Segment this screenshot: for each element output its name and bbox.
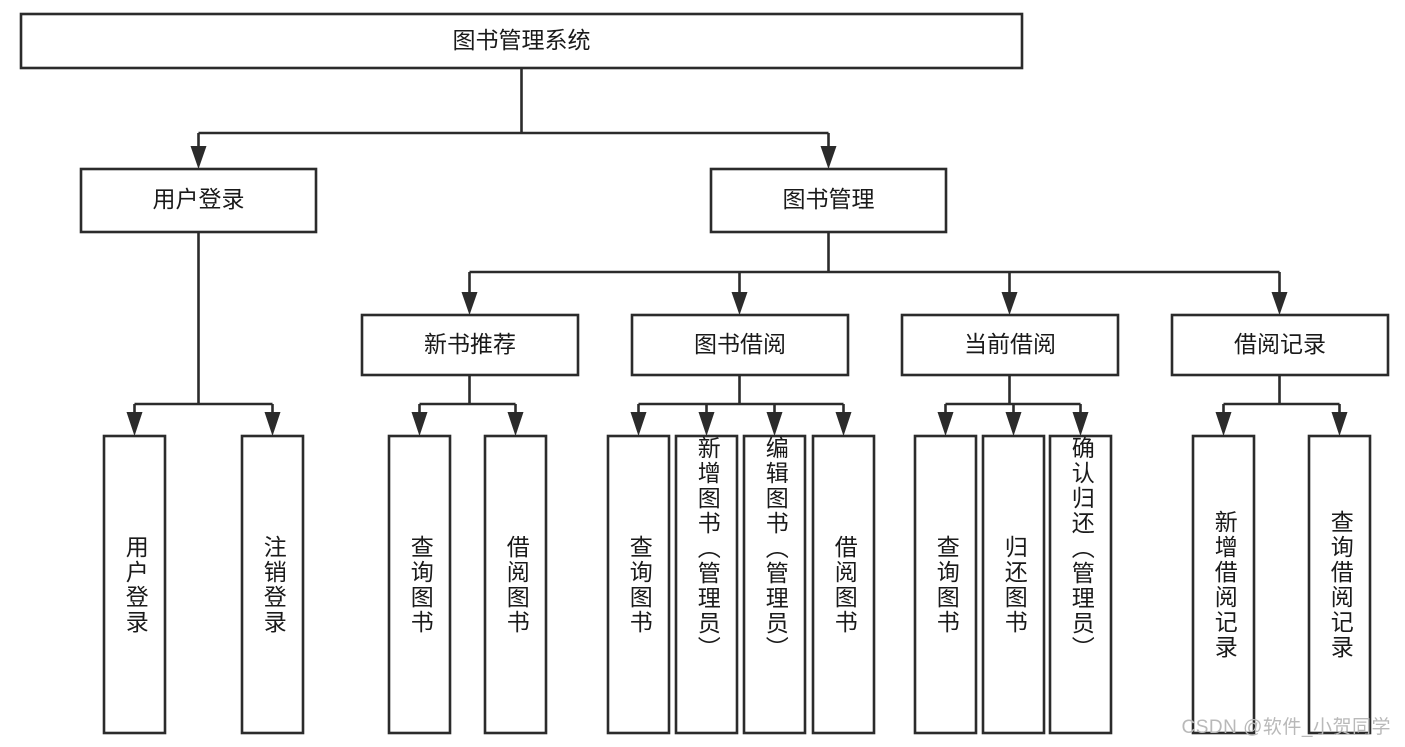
node-leaf-logout-login-box[interactable] [240, 434, 305, 735]
arrow-to-book-borrow [731, 292, 748, 315]
node-root-box[interactable] [19, 12, 1024, 70]
arrow-book-borrow-leaf-3 [766, 412, 783, 436]
arrow-user-login-leaf-2 [264, 412, 281, 436]
arrow-to-new-book-rec [461, 292, 478, 315]
node-root-label: 图书管理系统 [453, 27, 591, 53]
node-new-book-rec-label: 新书推荐 [424, 331, 516, 357]
node-leaf-query-book-2-box[interactable] [606, 434, 671, 735]
arrow-book-borrow-leaf-1 [630, 412, 647, 436]
arrow-current-borrow-leaf-3 [1072, 412, 1089, 436]
arrow-to-current-borrow [1001, 292, 1018, 315]
node-new-book-rec-box[interactable] [360, 313, 580, 377]
node-book-borrow-box[interactable] [630, 313, 850, 377]
node-leaf-query-record-box[interactable] [1307, 434, 1372, 735]
node-leaf-borrow-book-1-box[interactable] [483, 434, 548, 735]
arrow-current-borrow-leaf-2 [1005, 412, 1022, 436]
node-leaf-query-book-1-box[interactable] [387, 434, 452, 735]
arrow-book-borrow-leaf-4 [835, 412, 852, 436]
node-current-borrow-box[interactable] [900, 313, 1120, 377]
node-user-login-label: 用户登录 [153, 186, 245, 212]
arrow-borrow-record-leaf-1 [1215, 412, 1232, 436]
node-leaf-confirm-return-box[interactable] [1048, 434, 1113, 735]
node-leaf-user-login-box[interactable] [102, 434, 167, 735]
node-leaf-edit-book-box[interactable] [742, 434, 807, 735]
node-user-login-box[interactable] [79, 167, 318, 234]
node-borrow-record-box[interactable] [1170, 313, 1390, 377]
arrow-root-to-book-manage [820, 146, 837, 169]
node-layer: 图书管理系统 用户登录 图书管理 新书推荐 图书借阅 当前借阅 借阅记录 [19, 12, 1390, 735]
arrow-root-to-user-login [190, 146, 207, 169]
node-borrow-record-label: 借阅记录 [1234, 331, 1326, 357]
node-book-manage-label: 图书管理 [783, 186, 875, 212]
csdn-watermark: CSDN @软件_小贺同学 [1181, 717, 1391, 738]
arrow-borrow-record-leaf-2 [1331, 412, 1348, 436]
arrow-new-book-rec-leaf-2 [507, 412, 524, 436]
node-leaf-borrow-book-2-box[interactable] [811, 434, 876, 735]
arrow-book-borrow-leaf-2 [698, 412, 715, 436]
connector-layer [126, 68, 1348, 436]
arrow-current-borrow-leaf-1 [937, 412, 954, 436]
arrow-to-borrow-record [1271, 292, 1288, 315]
node-leaf-add-record-box[interactable] [1191, 434, 1256, 735]
node-leaf-add-book-box[interactable] [674, 434, 739, 735]
node-leaf-return-book-box[interactable] [981, 434, 1046, 735]
node-book-borrow-label: 图书借阅 [694, 331, 786, 357]
node-leaf-query-book-3-box[interactable] [913, 434, 978, 735]
arrow-user-login-leaf-1 [126, 412, 143, 436]
arrow-new-book-rec-leaf-1 [411, 412, 428, 436]
node-current-borrow-label: 当前借阅 [964, 331, 1056, 357]
node-book-manage-box[interactable] [709, 167, 948, 234]
